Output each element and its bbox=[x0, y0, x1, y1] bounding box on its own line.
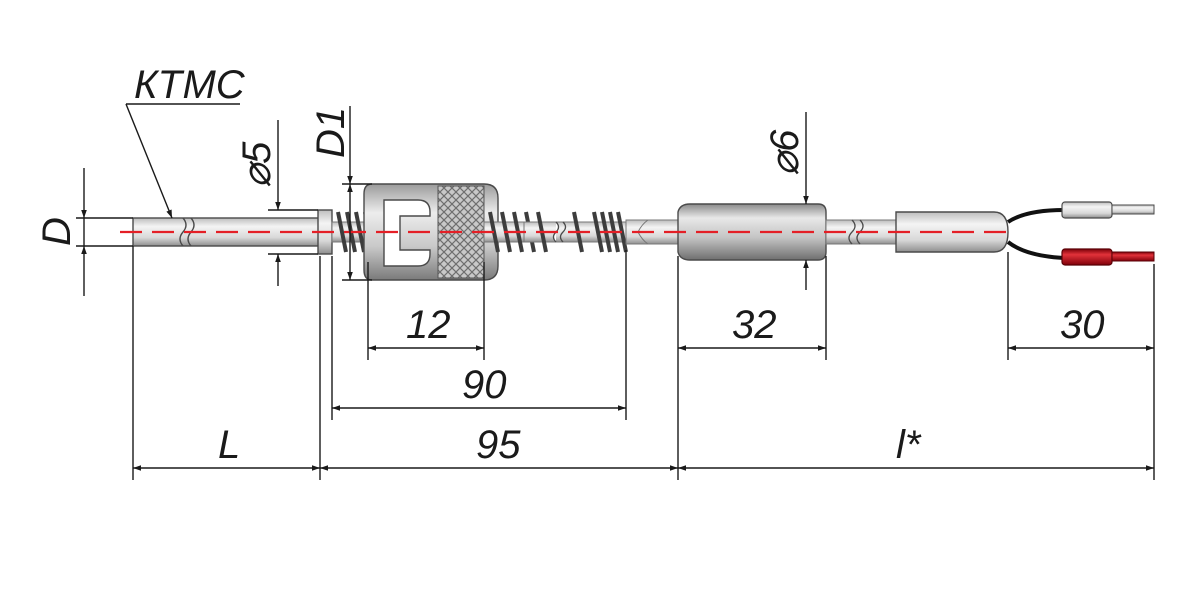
ktms-label: КТМС bbox=[134, 63, 246, 107]
terminal-red bbox=[1061, 248, 1113, 266]
d-label: D bbox=[35, 217, 79, 246]
fitting-nut bbox=[363, 183, 499, 281]
dim-90: 90 bbox=[462, 363, 507, 407]
dia5-label: ⌀5 bbox=[235, 141, 279, 188]
transition-sleeve bbox=[677, 203, 827, 261]
dim-12: 12 bbox=[406, 303, 451, 347]
dim-95: 95 bbox=[476, 423, 521, 467]
dim-30: 30 bbox=[1060, 303, 1105, 347]
lead-wires bbox=[1006, 201, 1155, 266]
lead-cable bbox=[825, 211, 1009, 253]
dim-l: l* bbox=[896, 423, 922, 467]
dim-L: L bbox=[218, 423, 240, 467]
dia6-label: ⌀6 bbox=[763, 129, 807, 176]
extension-lines bbox=[76, 183, 1155, 480]
d1-label: D1 bbox=[309, 107, 353, 158]
dim-32: 32 bbox=[732, 303, 777, 347]
dimension-lines bbox=[81, 103, 1154, 471]
terminal-grey bbox=[1061, 201, 1113, 219]
